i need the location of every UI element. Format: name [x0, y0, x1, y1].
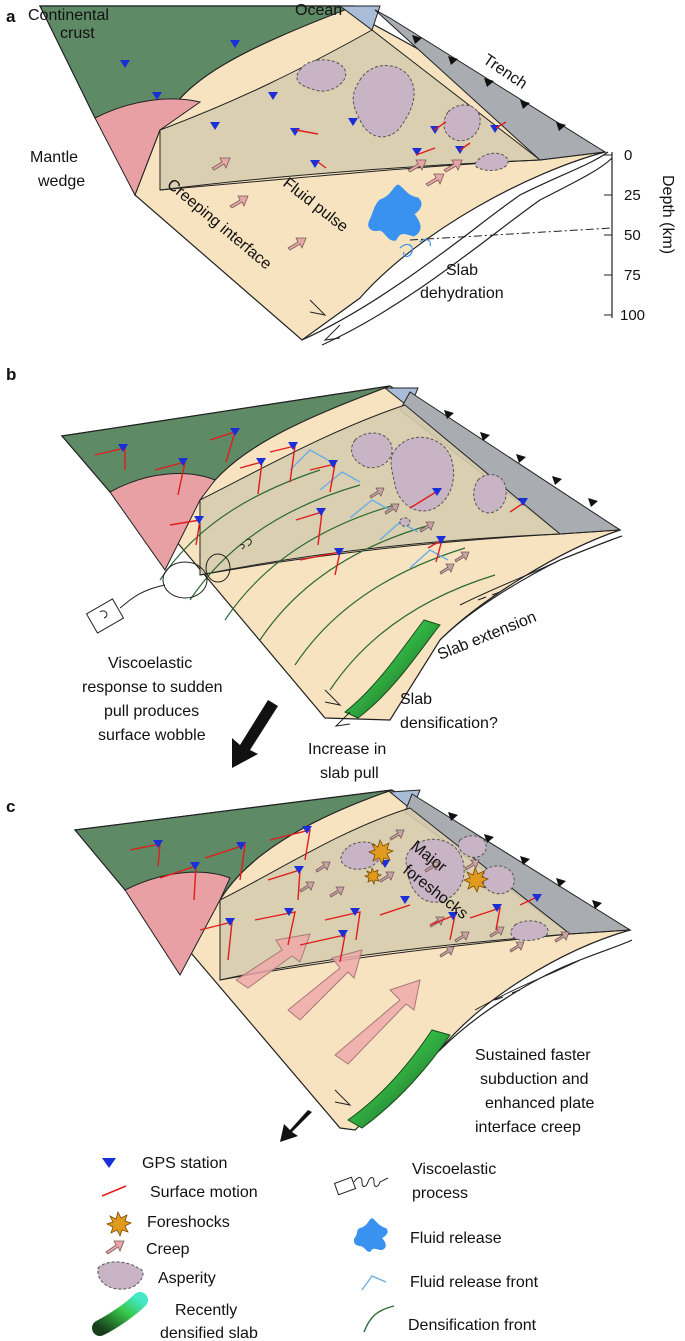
panel-c-letter: c [6, 797, 15, 816]
depth-tick-25: 25 [624, 187, 641, 204]
legend-densification-front-label: Densification front [408, 1317, 537, 1334]
label-viscoelastic-2: response to sudden [82, 679, 223, 696]
label-slab-densification-2: densification? [400, 715, 498, 732]
label-slab-pull-2: slab pull [320, 765, 379, 782]
depth-axis: 0 25 50 75 100 Depth (km) [604, 147, 676, 324]
legend-creep-icon [105, 1240, 125, 1255]
depth-tick-50: 50 [624, 227, 641, 244]
densification-fronts-b [159, 469, 496, 691]
panel-a: a [6, 2, 676, 346]
label-sustained-4: interface creep [475, 1119, 581, 1136]
label-slab-dehydration-1: Slab [446, 262, 478, 279]
legend-surface-motion-icon [101, 1185, 127, 1197]
legend-fluid-release-label: Fluid release [410, 1230, 502, 1247]
legend-viscoelastic-2: process [412, 1185, 468, 1202]
label-continental-crust-1: Continental [28, 7, 109, 24]
label-viscoelastic-4: surface wobble [98, 727, 206, 744]
legend-asperity-label: Asperity [158, 1270, 216, 1287]
legend-recently-densified-2: densified slab [160, 1325, 258, 1341]
depth-tick-75: 75 [624, 267, 641, 284]
fluid-pulse-shape [368, 184, 422, 241]
legend-foreshock-icon [105, 1210, 133, 1238]
creep-arrows-c [299, 829, 570, 958]
gps-stations-c [153, 826, 542, 938]
large-creep-arrows-c [235, 933, 421, 1065]
legend-gps-icon [102, 1158, 116, 1168]
depth-tick-100: 100 [620, 307, 645, 324]
label-ocean: Ocean [295, 2, 342, 19]
legend-surface-motion-label: Surface motion [150, 1184, 258, 1201]
label-sustained-3: enhanced plate [485, 1095, 595, 1112]
ocean-strip [338, 5, 381, 31]
creep-arrows-b [369, 487, 470, 575]
legend-recently-densified-1: Recently [175, 1302, 237, 1319]
legend-foreshocks-label: Foreshocks [147, 1214, 230, 1231]
label-slab-pull-1: Increase in [308, 741, 386, 758]
viscoelastic-wobble [85, 538, 252, 634]
label-viscoelastic-3: pull produces [104, 703, 199, 720]
panel-c: c [6, 789, 633, 1142]
creep-arrows-a [211, 157, 463, 251]
label-sustained-1: Sustained faster [475, 1047, 591, 1064]
foreshocks-c [363, 838, 490, 894]
densified-slab-c [347, 1029, 451, 1129]
depth-axis-title: Depth (km) [659, 175, 676, 254]
continental-crust-c [73, 789, 393, 901]
label-mantle-wedge-1: Mantle [30, 149, 78, 166]
trench-teeth [412, 35, 566, 131]
slab-dehydration-swirl [399, 243, 413, 258]
legend-densified-slab-icon [92, 1292, 148, 1336]
label-viscoelastic-1: Viscoelastic [108, 655, 192, 672]
surface-motion-a [295, 121, 507, 169]
slab-pull-arrow-small [280, 1110, 312, 1142]
legend-creep-label: Creep [146, 1241, 190, 1258]
legend-fluid-release-icon [353, 1218, 388, 1252]
mantle-wedge-c [124, 871, 231, 976]
depth-tick-0: 0 [624, 147, 632, 164]
panel-b-letter: b [6, 365, 16, 384]
legend-viscoelastic-1: Viscoelastic [412, 1161, 496, 1178]
panel-b: b [6, 365, 623, 782]
label-slab-dehydration-2: dehydration [420, 285, 504, 302]
panel-a-letter: a [6, 7, 16, 26]
gps-stations-b [118, 428, 528, 556]
legend-fluid-front-icon [361, 1275, 387, 1291]
slab-pull-arrow [232, 700, 278, 768]
legend-gps-label: GPS station [142, 1155, 227, 1172]
legend-asperity-icon [97, 1261, 144, 1290]
asperities-a [296, 59, 509, 171]
legend: GPS station Surface motion Foreshocks Cr… [92, 1155, 539, 1341]
legend-viscoelastic-icon [333, 1176, 389, 1196]
mantle-wedge [94, 98, 202, 197]
label-slab-densification-1: Slab [400, 691, 432, 708]
label-sustained-2: subduction and [480, 1071, 589, 1088]
densified-slab-b [344, 619, 441, 719]
legend-fluid-front-label: Fluid release front [410, 1274, 539, 1291]
label-mantle-wedge-2: wedge [37, 173, 85, 190]
legend-densification-front-icon [363, 1305, 395, 1333]
label-continental-crust-2: crust [60, 25, 95, 42]
